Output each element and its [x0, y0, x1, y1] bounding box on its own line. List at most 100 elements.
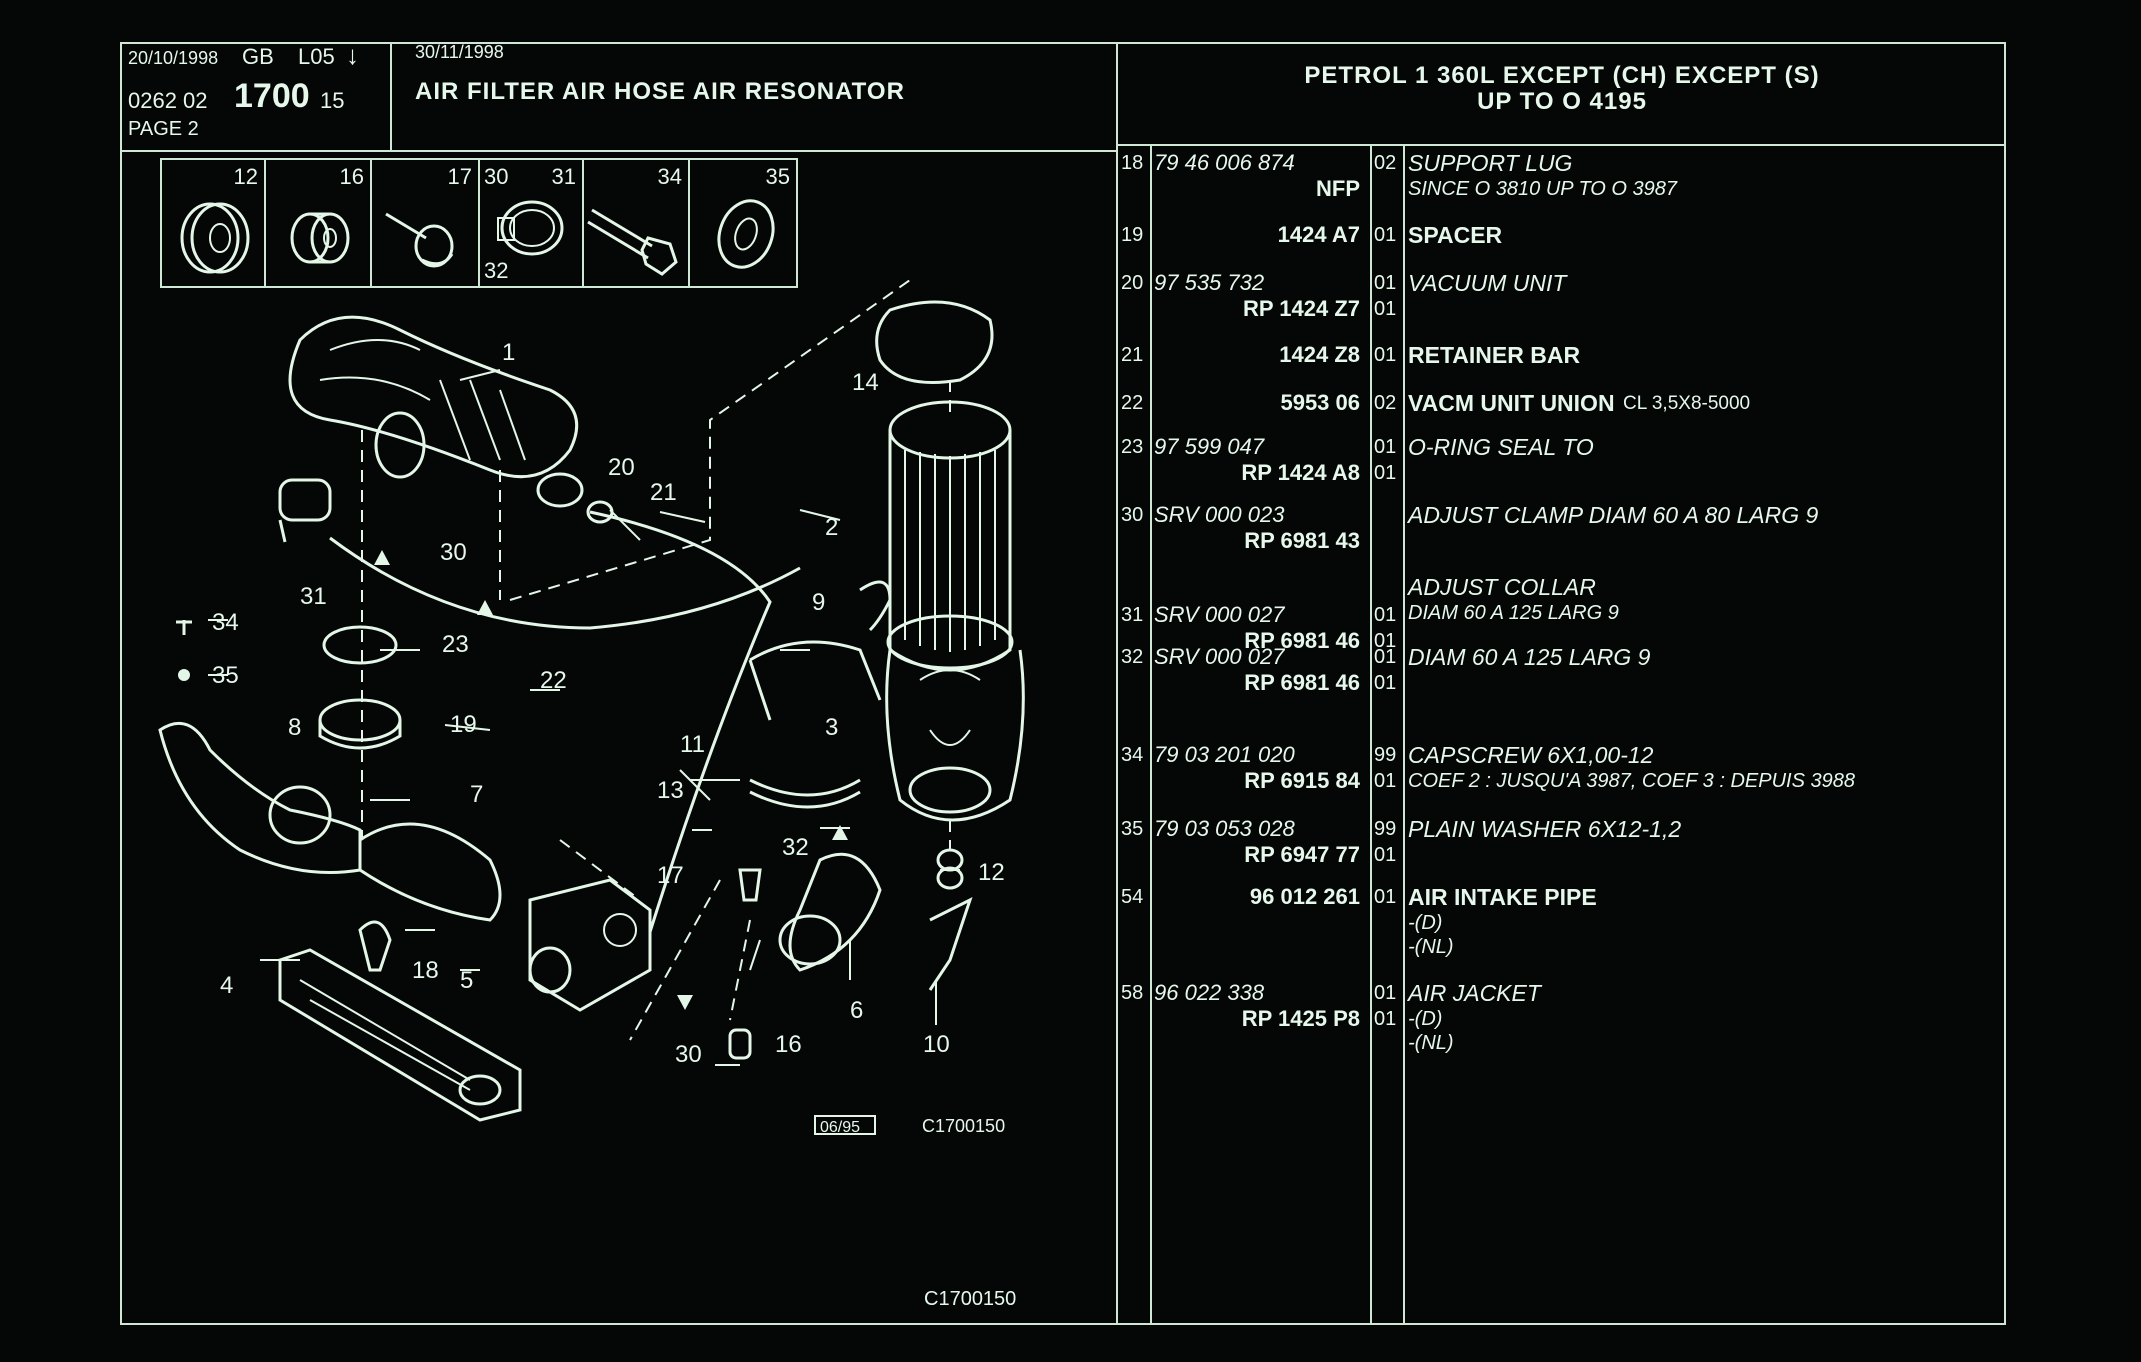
part-description: SPACER	[1408, 222, 1503, 248]
part-quantity: 02	[1374, 152, 1397, 174]
air-hose-part	[358, 822, 502, 922]
part-quantity: 01	[1374, 982, 1397, 1004]
o-ring-part	[322, 625, 398, 665]
part-quantity: 99	[1374, 818, 1397, 840]
part-description-detail: -(D)	[1408, 912, 1443, 934]
thumbnail-12: 12	[160, 158, 266, 288]
part-number: 79 46 006 874	[1154, 150, 1295, 175]
callout-32: 32	[782, 834, 809, 861]
callout-30-bottom: 30	[675, 1041, 702, 1068]
part-ref-number: 35	[1121, 818, 1144, 840]
clip-screw-icon	[385, 212, 454, 268]
callout-2: 2	[825, 514, 838, 541]
callout-20: 20	[608, 454, 635, 481]
thumbnail-17: 17	[370, 158, 480, 288]
thumbnail-34: 34	[582, 158, 690, 288]
header-group: 1700	[234, 77, 310, 115]
spacer-part	[318, 698, 402, 750]
part-quantity: 99	[1374, 744, 1397, 766]
part-description-suffix: CL 3,5X8-5000	[1623, 393, 1751, 414]
thumbnail-num: 32	[484, 258, 509, 283]
part-quantity-2: 01	[1374, 630, 1397, 652]
part-number: 96 022 338	[1154, 980, 1265, 1005]
part-quantity: 01	[1374, 886, 1397, 908]
part-quantity: 01	[1374, 646, 1397, 668]
hose-clamp-icon	[497, 200, 564, 256]
header-lang: GB	[242, 44, 274, 69]
part-number: 79 03 053 028	[1154, 816, 1295, 841]
part-reference: RP 6981 43	[1244, 528, 1360, 553]
divider-desc	[1403, 144, 1405, 1325]
part-ref-number: 58	[1121, 982, 1144, 1004]
part-quantity: 01	[1374, 344, 1397, 366]
callout-22: 22	[540, 667, 567, 694]
part-quantity-2: 01	[1374, 770, 1397, 792]
part-reference: NFP	[1316, 176, 1360, 201]
date-stamp: 06/95	[820, 1119, 860, 1136]
part-description: DIAM 60 A 125 LARG 9	[1408, 644, 1651, 670]
part-ref-number: 21	[1121, 344, 1144, 366]
part-description: RETAINER BAR	[1408, 342, 1581, 368]
part-ref-number: 22	[1121, 392, 1144, 414]
divider-qty	[1370, 144, 1372, 1325]
clip-part	[859, 580, 892, 632]
part-quantity-2: 01	[1374, 844, 1397, 866]
callout-6: 6	[850, 997, 863, 1024]
callout-7: 7	[470, 781, 483, 808]
part-reference: 5953 06	[1280, 390, 1360, 415]
part-number: SRV 000 027	[1154, 602, 1285, 627]
callout-35: 35	[212, 662, 239, 689]
divider-header	[120, 150, 1118, 152]
part-reference: RP 1425 P8	[1241, 1006, 1360, 1031]
thumbnail-30-31-32: 30 31 32	[478, 158, 584, 288]
clip-screw-part	[738, 868, 762, 902]
filter-housing-part	[885, 614, 1025, 822]
part-description-detail: -(NL)	[1408, 936, 1454, 958]
part-description: AIR JACKET	[1408, 980, 1541, 1006]
part-quantity-2: 01	[1374, 298, 1397, 320]
thumbnail-num: 16	[339, 164, 364, 189]
part-quantity: 01	[1374, 272, 1397, 294]
divider-left-header	[390, 42, 392, 152]
thumbnail-num: 30	[484, 164, 509, 189]
air-intake-pipe-part	[158, 721, 362, 874]
vacuum-hose-part	[329, 536, 801, 630]
part-ref-number: 19	[1121, 224, 1144, 246]
part-ref-number: 31	[1121, 604, 1144, 626]
applicability-line-1: PETROL 1 360L EXCEPT (CH) EXCEPT (S)	[1304, 62, 1820, 89]
page-frame	[120, 42, 2006, 1325]
part-reference: 1424 A7	[1277, 222, 1360, 247]
header-code-suffix: 15	[320, 88, 345, 113]
applicability-line-2: UP TO O 4195	[1477, 88, 1647, 115]
page-title: AIR FILTER AIR HOSE AIR RESONATOR	[415, 78, 905, 105]
part-description: PLAIN WASHER 6X12-1,2	[1408, 816, 1682, 842]
capscrew-icon	[587, 208, 678, 276]
part-description: VACM UNIT UNION	[1408, 390, 1615, 416]
thumbnail-num: 31	[551, 164, 576, 189]
callout-8: 8	[288, 714, 301, 741]
part-ref-number: 18	[1121, 152, 1144, 174]
callout-11: 11	[680, 731, 705, 758]
callout-16: 16	[775, 1031, 802, 1058]
part-number: 97 599 047	[1154, 434, 1265, 459]
callout-19: 19	[450, 711, 477, 738]
part-number: SRV 000 027	[1154, 644, 1285, 669]
support-lug-part	[928, 897, 973, 991]
part-description: ADJUST COLLAR	[1408, 574, 1596, 600]
figure-ref-code-bottom: C1700150	[924, 1288, 1017, 1310]
divider-center	[1116, 42, 1118, 1325]
part-reference: 96 012 261	[1249, 884, 1360, 909]
header-date: 20/10/1998	[128, 48, 219, 68]
callout-14: 14	[852, 369, 879, 396]
part-ref-number: 20	[1121, 272, 1144, 294]
filter-gasket-part	[875, 300, 994, 384]
